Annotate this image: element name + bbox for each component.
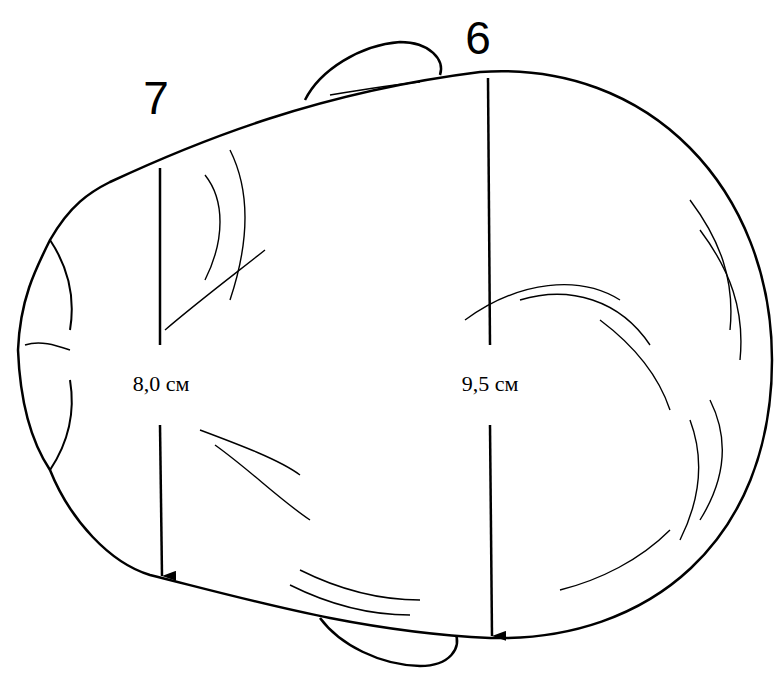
callout-number: 6: [465, 13, 491, 64]
dimension-label: 9,5 см: [458, 370, 523, 398]
dimension-line: [488, 78, 490, 345]
dimension-line: [159, 168, 162, 345]
dimension-arrow: [160, 425, 162, 576]
callout-number: 7: [143, 73, 169, 124]
dimension-arrow: [490, 425, 492, 636]
dimension-label: 8,0 см: [129, 370, 194, 398]
